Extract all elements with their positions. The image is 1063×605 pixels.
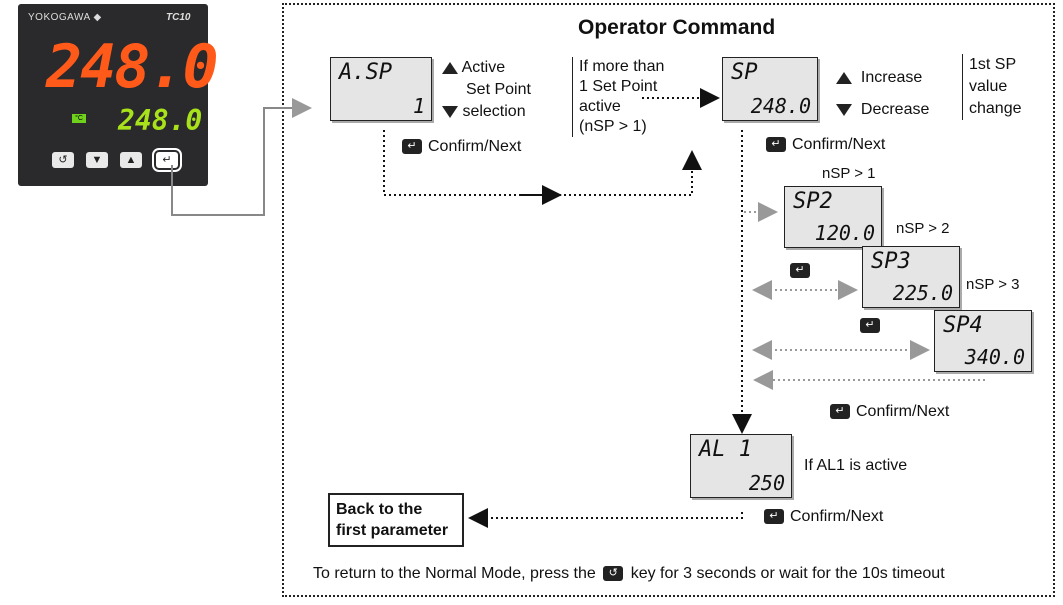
- asp-setpoint-label: Set Point: [466, 81, 531, 98]
- back-l2: first parameter: [336, 522, 449, 539]
- al1-note: If AL1 is active: [804, 457, 908, 474]
- sp4-condition: nSP > 3: [966, 276, 1020, 293]
- back-to-first-parameter-box: Back to the first parameter: [328, 493, 464, 547]
- up-arrow-icon: [836, 71, 852, 84]
- sp3-display: SP3 225.0: [862, 246, 960, 308]
- sp-note: 1st SP value change: [962, 54, 1022, 120]
- al1-confirm-label: Confirm/Next: [790, 508, 884, 525]
- sp-labels: Increase Decrease: [836, 62, 929, 126]
- down-arrow-icon: [836, 103, 852, 116]
- unit-badge: °C: [72, 114, 86, 123]
- sp3-bottom: 225.0: [892, 281, 953, 305]
- spn-confirm-label: Confirm/Next: [856, 403, 950, 420]
- asp-labels: Active Set Point selection: [442, 57, 531, 123]
- sp-display: SP 248.0: [722, 57, 818, 121]
- asp-note-l1: If more than: [579, 58, 665, 75]
- brand-label: YOKOGAWA ◆: [28, 12, 102, 23]
- asp-confirm-label: Confirm/Next: [428, 138, 522, 155]
- sp3-condition: nSP > 2: [896, 220, 950, 237]
- enter-icon: ↵: [790, 263, 810, 278]
- footer-post: key for 3 seconds or wait for the 10s ti…: [630, 565, 945, 582]
- enter-icon: ↵: [764, 509, 784, 525]
- sp4-top: SP4: [943, 313, 983, 338]
- asp-confirm: ↵ Confirm/Next: [402, 138, 521, 156]
- sp4-bottom: 340.0: [964, 345, 1025, 369]
- sp2-condition: nSP > 1: [822, 165, 876, 182]
- sp2-top: SP2: [793, 189, 833, 214]
- enter-key-icon[interactable]: ↵: [152, 148, 182, 172]
- sp-bottom: 248.0: [750, 94, 811, 118]
- asp-note-l2: 1 Set Point: [579, 78, 658, 95]
- al1-top: AL 1: [699, 437, 752, 462]
- sp-confirm-label: Confirm/Next: [792, 136, 886, 153]
- enter-icon: ↵: [766, 137, 786, 153]
- footer-pre: To return to the Normal Mode, press the: [313, 565, 596, 582]
- sp-decrease-label: Decrease: [860, 101, 930, 118]
- process-value-display: 248.0: [46, 32, 219, 102]
- sp-note-l3: change: [969, 100, 1022, 117]
- back-l1: Back to the: [336, 501, 423, 518]
- sp-note-l2: value: [969, 78, 1008, 95]
- sp-confirm: ↵ Confirm/Next: [766, 136, 885, 154]
- model-label: TC10: [166, 12, 191, 23]
- asp-note: If more than 1 Set Point active (nSP > 1…: [572, 57, 664, 137]
- footer-note: To return to the Normal Mode, press the …: [313, 565, 945, 583]
- sp2-display: SP2 120.0: [784, 186, 882, 248]
- enter-icon: ↵: [402, 139, 422, 155]
- sp-note-l1: 1st SP: [969, 56, 1017, 73]
- asp-active-label: Active: [461, 59, 506, 76]
- enter-icon: ↵: [860, 318, 880, 333]
- sp2-bottom: 120.0: [814, 221, 875, 245]
- asp-note-l4: (nSP > 1): [579, 118, 647, 135]
- down-key-icon[interactable]: ▼: [86, 152, 108, 168]
- sp-top: SP: [731, 60, 758, 85]
- loop-key-icon: ↺: [603, 566, 624, 582]
- asp-top: A.SP: [339, 60, 392, 85]
- up-arrow-icon: [442, 61, 458, 74]
- up-key-icon[interactable]: ▲: [120, 152, 142, 168]
- al1-bottom: 250: [748, 471, 785, 495]
- setpoint-value-display: 248.0: [118, 104, 203, 137]
- al1-display: AL 1 250: [690, 434, 792, 498]
- asp-display: A.SP 1: [330, 57, 432, 121]
- sp3-top: SP3: [871, 249, 911, 274]
- sp-increase-label: Increase: [860, 69, 923, 86]
- loop-key-icon[interactable]: ↺: [52, 152, 74, 168]
- enter-icon: ↵: [830, 404, 850, 420]
- asp-note-l3: active: [579, 98, 621, 115]
- asp-bottom: 1: [412, 94, 425, 118]
- sp4-display: SP4 340.0: [934, 310, 1032, 372]
- al1-confirm: ↵ Confirm/Next: [764, 508, 883, 526]
- operator-command-frame: [282, 3, 1055, 597]
- spn-confirm: ↵ Confirm/Next: [830, 403, 949, 421]
- diagram-title: Operator Command: [578, 16, 776, 39]
- asp-selection-label: selection: [462, 103, 526, 120]
- down-arrow-icon: [442, 105, 458, 118]
